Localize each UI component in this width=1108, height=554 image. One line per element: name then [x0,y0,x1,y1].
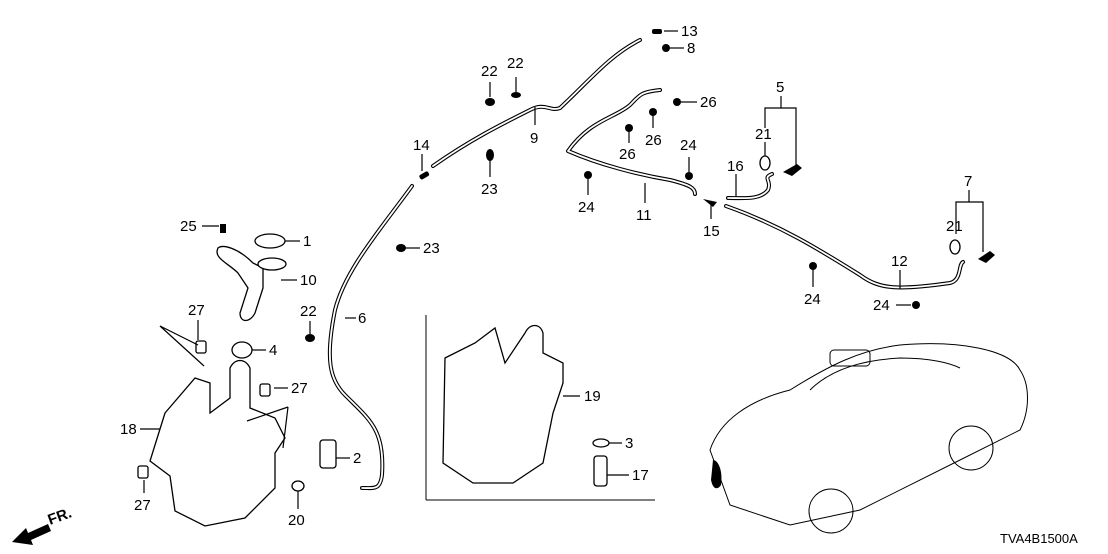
callout-13[interactable]: 13 [681,23,698,40]
callout-17[interactable]: 17 [632,467,649,484]
callout-15[interactable]: 15 [703,223,720,240]
callout-23[interactable]: 23 [423,240,440,257]
callout-21[interactable]: 21 [755,126,772,143]
callout-24[interactable]: 24 [578,199,595,216]
callout-16[interactable]: 16 [727,158,744,175]
callout-24[interactable]: 24 [804,291,821,308]
clip-22[interactable] [485,98,495,106]
clip-24[interactable] [584,171,592,179]
callout-14[interactable]: 14 [413,137,430,154]
callout-6[interactable]: 6 [358,310,366,327]
callout-27[interactable]: 27 [291,380,308,397]
clip-26[interactable] [649,108,657,116]
leader-lines [140,30,984,509]
clip-26[interactable] [673,98,681,106]
washer-tube-9[interactable] [431,38,642,168]
clip-23[interactable] [396,244,406,252]
joint-14[interactable] [419,171,430,180]
bolt-27[interactable] [137,465,149,479]
callout-2[interactable]: 2 [353,450,361,467]
callout-23[interactable]: 23 [481,181,498,198]
callout-26[interactable]: 26 [645,132,662,149]
washer-tube-12[interactable] [724,204,965,290]
clip-26[interactable] [625,124,633,132]
arrow-left-icon [12,524,51,545]
callout-26[interactable]: 26 [619,146,636,163]
callout-24[interactable]: 24 [680,137,697,154]
callout-1[interactable]: 1 [303,233,311,250]
three-way-joint-15[interactable] [703,199,717,207]
washer-tank-18[interactable] [149,359,286,527]
bolt-27[interactable] [195,340,207,354]
callout-7[interactable]: 7 [964,173,972,190]
inset-panel [425,315,655,501]
packing-21[interactable] [759,155,771,171]
washer-motor-17[interactable] [593,455,608,487]
clip-22[interactable] [511,92,521,98]
washer-motor-2[interactable] [319,439,337,469]
callout-26[interactable]: 26 [700,94,717,111]
clip-23[interactable] [486,149,494,161]
washer-tube-11[interactable] [566,88,697,196]
callout-21[interactable]: 21 [946,218,963,235]
washer-tube-16[interactable] [726,172,774,201]
tank-cap-1[interactable] [254,233,286,249]
callout-12[interactable]: 12 [891,253,908,270]
screw-25[interactable] [220,224,226,233]
washer-tank-19[interactable] [442,324,564,484]
callout-27[interactable]: 27 [188,302,205,319]
callout-19[interactable]: 19 [584,388,601,405]
clip-24[interactable] [809,262,817,270]
bolt-27[interactable] [259,383,271,397]
grommet-20[interactable] [291,480,305,492]
callout-3[interactable]: 3 [625,435,633,452]
grommet-3[interactable] [592,438,610,448]
filler-neck-10[interactable] [216,245,264,322]
callout-18[interactable]: 18 [120,421,137,438]
callout-8[interactable]: 8 [687,40,695,57]
callout-11[interactable]: 11 [636,207,652,224]
car-locator-illustration [709,343,1028,534]
callout-9[interactable]: 9 [530,130,538,147]
packing-21[interactable] [949,239,961,255]
front-direction-indicator: FR. [12,505,74,545]
diagram-code: TVA4B1500A [1000,531,1078,546]
nozzle-7[interactable] [978,251,995,263]
neck-top [257,257,287,271]
callout-20[interactable]: 20 [288,512,305,529]
callout-22[interactable]: 22 [481,63,498,80]
washer-tube-6[interactable] [327,184,414,491]
clip-24[interactable] [912,301,920,309]
seal-4[interactable] [231,341,253,359]
clip-22[interactable] [305,334,315,342]
callout-22[interactable]: 22 [300,303,317,320]
callout-labels: 13 8 22 22 9 26 26 26 24 24 14 23 23 11 … [120,23,972,529]
joint-13[interactable] [652,29,662,34]
clip-8[interactable] [662,44,670,52]
callout-10[interactable]: 10 [300,272,317,289]
callout-22[interactable]: 22 [507,55,524,72]
callout-5[interactable]: 5 [776,79,784,96]
callout-27[interactable]: 27 [134,497,151,514]
nozzle-5[interactable] [783,164,802,176]
callout-24[interactable]: 24 [873,297,890,314]
callout-25[interactable]: 25 [180,218,197,235]
callout-4[interactable]: 4 [269,342,277,359]
direction-label: FR. [46,505,75,529]
clip-24[interactable] [685,172,693,180]
